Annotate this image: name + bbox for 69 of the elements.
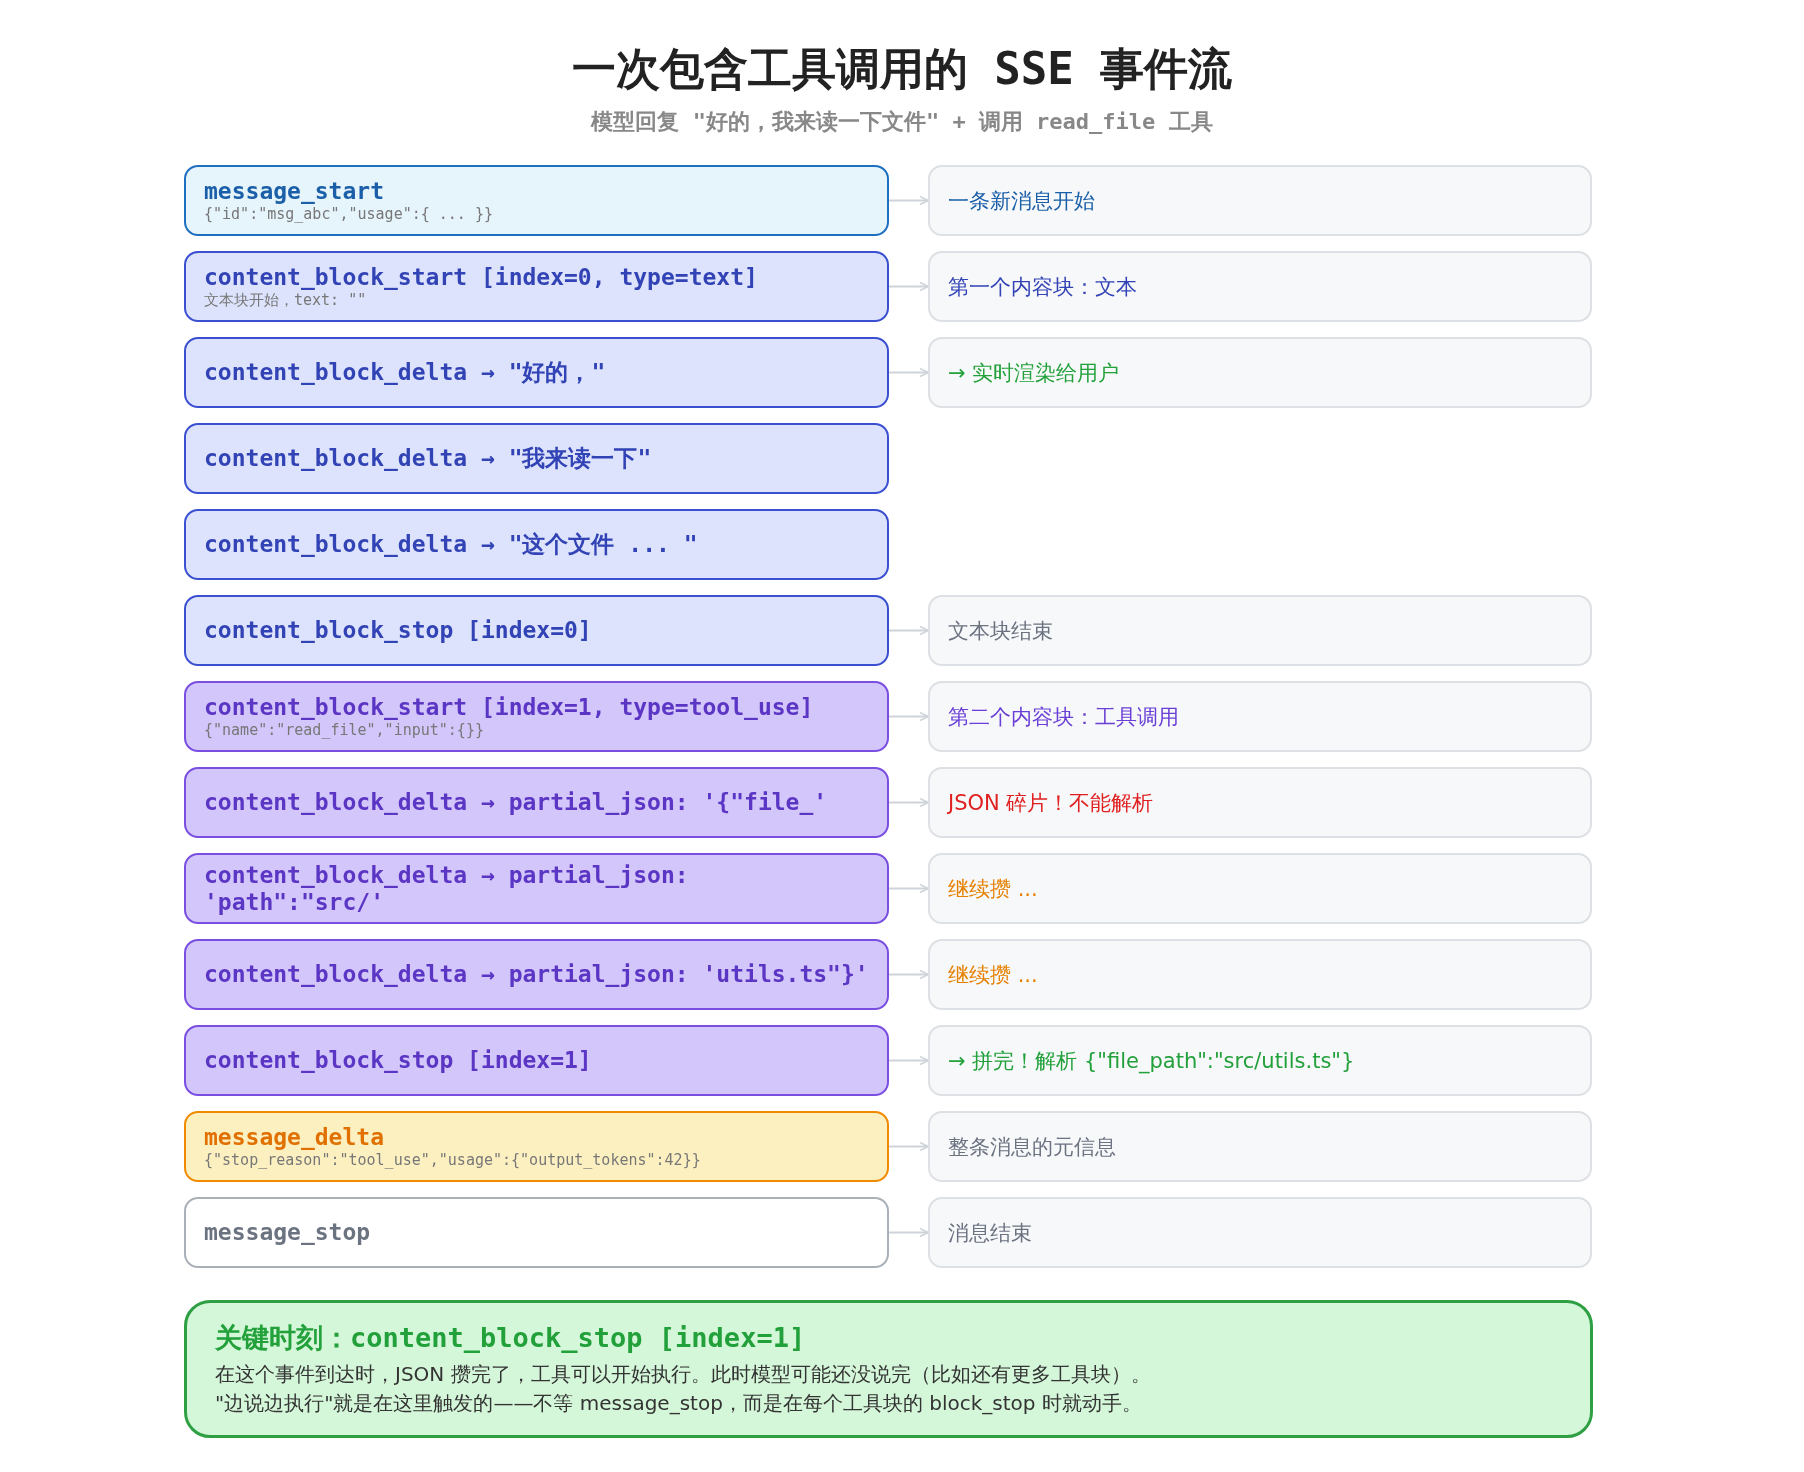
note-box <box>928 337 1592 408</box>
event-name: content_block_start [index=0, type=text] <box>204 264 759 291</box>
note-box <box>928 165 1592 236</box>
event-name: message_stop <box>204 1219 372 1246</box>
event-payload: {"name":"read_file","input":{}} <box>204 720 485 739</box>
callout-box <box>184 1300 1593 1438</box>
arrow <box>888 625 929 636</box>
event-box <box>184 853 889 924</box>
arrow <box>888 1055 929 1066</box>
arrow <box>888 797 929 808</box>
event-box <box>184 1111 889 1182</box>
arrow <box>888 883 929 894</box>
event-box <box>184 595 889 666</box>
event-box <box>184 681 889 752</box>
event-name: content_block_delta → "这个文件 ... " <box>204 531 699 558</box>
note-text: → 拼完！解析 {"file_path":"src/utils.ts"} <box>948 1047 1356 1075</box>
note-text: 继续攒 ... <box>948 961 1039 989</box>
event-box <box>184 1197 889 1268</box>
title: 一次包含工具调用的 SSE 事件流 <box>570 42 1234 96</box>
event-box <box>184 251 889 322</box>
event-box <box>184 939 889 1010</box>
note-box <box>928 767 1592 838</box>
callout-text: "边说边执行"就是在这里触发的——不等 message_stop，而是在每个工具块的 block_stop 时就动手。 <box>215 1390 1143 1417</box>
note-box <box>928 251 1592 322</box>
note-text: 消息结束 <box>948 1219 1033 1247</box>
event-box <box>184 337 889 408</box>
subtitle: 模型回复 "好的，我来读一下文件" + 调用 read_file 工具 <box>589 108 1214 136</box>
event-box <box>184 509 889 580</box>
note-box <box>928 853 1592 924</box>
arrow <box>888 195 929 206</box>
callout-text: 在这个事件到达时，JSON 攒完了，工具可以开始执行。此时模型可能还没说完（比如还有更多工具块）。 <box>215 1361 1152 1388</box>
event-name: content_block_delta → partial_json: 'utils.ts"}' <box>204 961 869 988</box>
arrow <box>888 1141 929 1152</box>
arrow <box>888 1227 929 1238</box>
note-text: 一条新消息开始 <box>948 187 1096 215</box>
arrow <box>888 367 929 378</box>
event-box <box>184 1025 889 1096</box>
event-name: content_block_start [index=1, type=tool_use] <box>204 694 815 721</box>
event-name: content_block_stop [index=0] <box>204 617 593 644</box>
arrow <box>888 711 929 722</box>
event-name: message_delta <box>204 1124 385 1151</box>
event-payload: {"id":"msg_abc","usage":{ ... }} <box>204 204 494 223</box>
event-name: content_block_stop [index=1] <box>204 1047 593 1074</box>
event-payload: 文本块开始，text: "" <box>204 290 368 309</box>
note-box <box>928 1025 1592 1096</box>
note-text: 第一个内容块：文本 <box>948 273 1138 301</box>
note-text: 第二个内容块：工具调用 <box>948 703 1180 731</box>
event-name: content_block_delta → partial_json: '{"file_' <box>204 789 829 816</box>
note-box <box>928 1197 1592 1268</box>
note-text: → 实时渲染给用户 <box>948 359 1121 387</box>
arrow <box>888 969 929 980</box>
event-payload: {"stop_reason":"tool_use","usage":{"output_tokens":42}} <box>204 1150 702 1169</box>
note-text: 整条消息的元信息 <box>948 1133 1117 1161</box>
note-box <box>928 595 1592 666</box>
event-name: content_block_delta → "我来读一下" <box>204 445 653 472</box>
callout-heading: 关键时刻：content_block_stop [index=1] <box>215 1321 807 1355</box>
event-box <box>184 767 889 838</box>
note-text: 文本块结束 <box>948 617 1054 645</box>
event-name: content_block_delta → partial_json: 'path":"src/' <box>204 862 690 915</box>
event-name: message_start <box>204 178 385 205</box>
arrow <box>888 281 929 292</box>
event-box <box>184 165 889 236</box>
event-name: content_block_delta → "好的，" <box>204 359 607 386</box>
event-box <box>184 423 889 494</box>
note-text: 继续攒 ... <box>948 875 1039 903</box>
note-box <box>928 681 1592 752</box>
note-text: JSON 碎片！不能解析 <box>948 789 1155 817</box>
note-box <box>928 1111 1592 1182</box>
note-box <box>928 939 1592 1010</box>
